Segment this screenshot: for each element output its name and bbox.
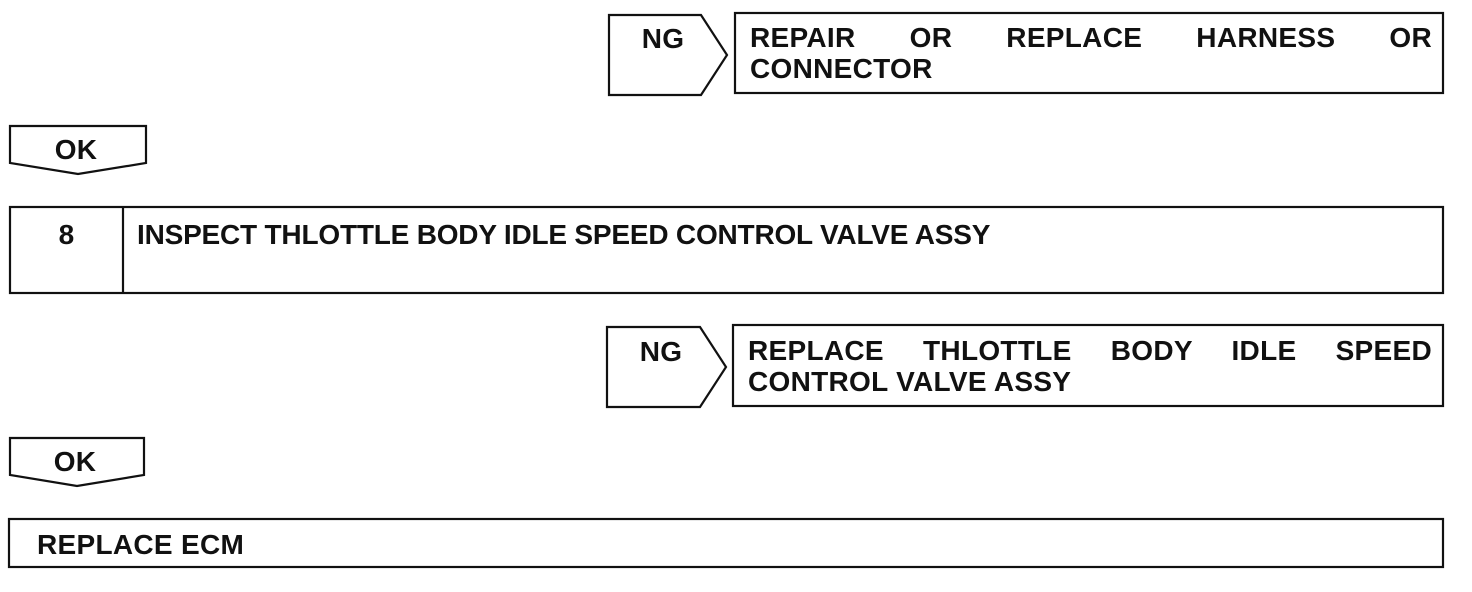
step-8-title: INSPECT THLOTTLE BODY IDLE SPEED CONTROL… — [137, 219, 991, 250]
ok-tag-1-label: OK — [54, 134, 98, 165]
final-action-box — [7, 517, 1445, 569]
ng-tag-1-shape — [607, 13, 729, 97]
final-action-label: REPLACE ECM — [37, 529, 245, 560]
ng-action-1-line-2: CONNECTOR — [750, 53, 933, 84]
ng-tag-1-label: NG — [641, 23, 685, 54]
ok-tag-2-label: OK — [53, 446, 97, 477]
ng-action-2-box — [731, 323, 1445, 408]
step-8-number: 8 — [58, 219, 75, 250]
ng-action-2-line-2: CONTROL VALVE ASSY — [748, 366, 1072, 397]
ng-action-1-box — [733, 11, 1445, 95]
ng-tag-2-label: NG — [639, 336, 683, 367]
ng-tag-2-shape — [605, 325, 728, 409]
ng-action-2-line-1: REPLACE THLOTTLE BODY IDLE SPEED — [748, 335, 1432, 366]
step-8-box — [8, 205, 1445, 295]
ok-tag-1-shape — [8, 124, 148, 176]
ng-action-1-line-1: REPAIR OR REPLACE HARNESS OR — [750, 22, 1432, 53]
ok-tag-2-shape — [8, 436, 146, 488]
